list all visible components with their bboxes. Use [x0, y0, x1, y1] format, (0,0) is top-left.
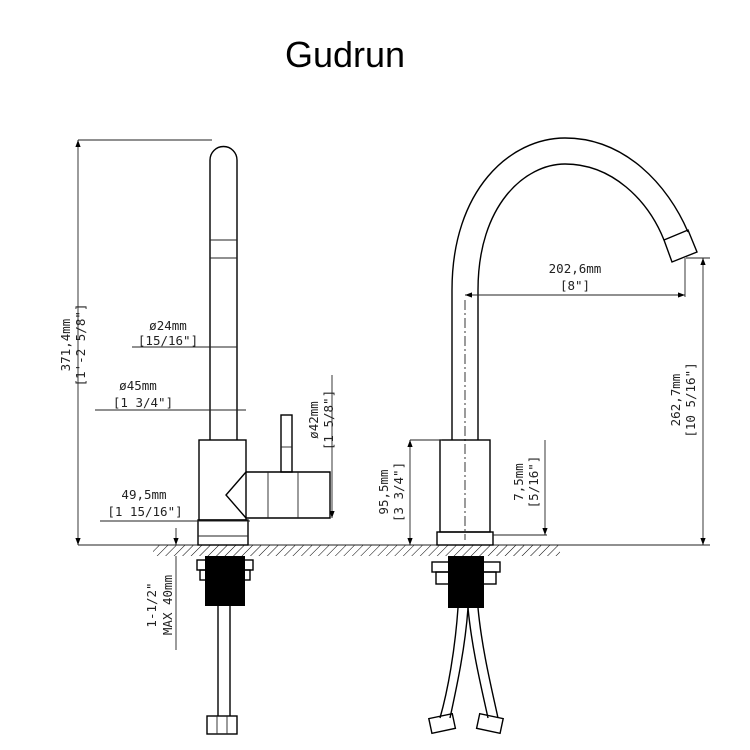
- dimension-spout-height: 262,7mm [10 5/16"]: [668, 257, 710, 545]
- dim-label: 262,7mm: [668, 374, 683, 427]
- dim-label: [15/16"]: [138, 333, 198, 348]
- dim-label: 202,6mm: [549, 261, 602, 276]
- dimension-deck-thickness: 1-1/2" MAX 40mm: [144, 528, 179, 650]
- dim-label: ø42mm: [306, 401, 321, 439]
- dimension-reach: 202,6mm [8"]: [465, 258, 686, 298]
- dim-label: [3 3/4"]: [391, 462, 406, 522]
- dim-label: [1'-2 5/8"]: [73, 304, 88, 387]
- dim-label: 7,5mm: [511, 463, 526, 501]
- dimension-base-height: 7,5mm [5/16"]: [493, 440, 548, 536]
- dimension-handle-diameter: ø42mm [1 5/8"]: [306, 375, 336, 518]
- faucet-side-view: [196, 145, 331, 735]
- dimension-spout-diameter: ø24mm [15/16"]: [132, 318, 237, 348]
- dim-label: MAX 40mm: [160, 575, 175, 635]
- dim-label: [1 5/8"]: [321, 390, 336, 450]
- dim-label: 49,5mm: [121, 487, 166, 502]
- dim-label: 1-1/2": [144, 582, 159, 627]
- dimension-body-height: 95,5mm [3 3/4"]: [376, 439, 442, 545]
- dim-label: 95,5mm: [376, 469, 391, 514]
- dim-label: 371,4mm: [58, 319, 73, 372]
- dim-label: [8"]: [560, 278, 590, 293]
- countertop-deck: [78, 544, 710, 556]
- dim-label: [10 5/16"]: [683, 362, 698, 437]
- dim-label: [5/16"]: [526, 456, 541, 509]
- dimension-body-diameter: ø45mm [1 3/4"]: [95, 378, 246, 411]
- dim-label: ø24mm: [149, 318, 187, 333]
- dimension-base-diameter: 49,5mm [1 15/16"]: [100, 487, 250, 522]
- dim-label: [1 15/16"]: [107, 504, 182, 519]
- product-title: Gudrun: [284, 34, 406, 75]
- dim-label: ø45mm: [119, 378, 157, 393]
- dimension-height-total: 371,4mm [1'-2 5/8"]: [58, 139, 212, 545]
- faucet-front-view: [427, 137, 698, 735]
- dim-label: [1 3/4"]: [113, 395, 173, 410]
